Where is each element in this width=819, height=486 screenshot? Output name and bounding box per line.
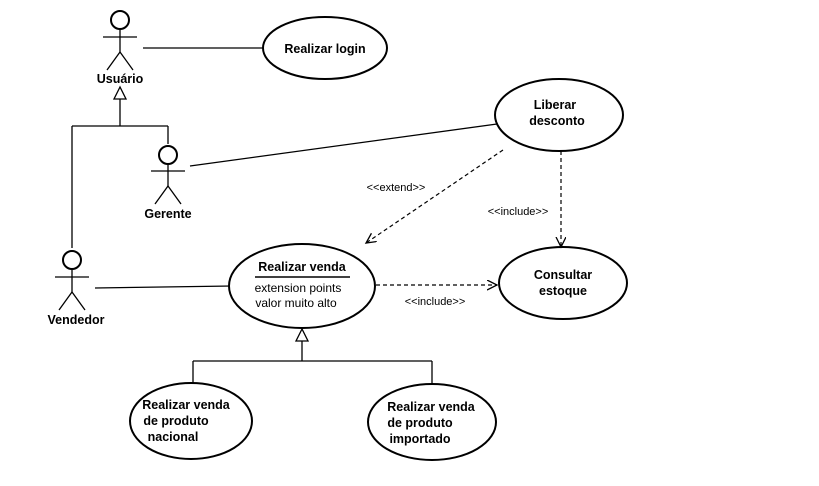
association-vendedor-venda: [94, 285, 233, 289]
use-case-consultar-estoque-line-1: Consultar: [534, 268, 592, 282]
actor-gerente: Gerente: [144, 145, 192, 221]
use-case-realizar-login-label: Realizar login: [284, 42, 365, 56]
actor-vendedor-label: Vendedor: [48, 313, 105, 327]
uc-generalization-triangle: [294, 327, 310, 342]
include-desconto-label: <<include>>: [488, 206, 549, 218]
use-case-consultar-estoque[interactable]: Consultar estoque: [498, 246, 628, 320]
use-case-venda-nacional-shape: [129, 382, 253, 460]
use-case-realizar-login-shape: [262, 16, 388, 80]
actor-gerente-label: Gerente: [144, 207, 191, 221]
actor-gerente-leg-right: [167, 185, 182, 205]
generalization-triangle: [112, 85, 128, 100]
use-case-liberar-desconto-line-1: Liberar: [534, 98, 577, 112]
actor-vendedor-head: [62, 250, 82, 270]
dependency-extend: <<extend>>: [366, 149, 504, 243]
use-case-liberar-desconto[interactable]: Liberar desconto: [494, 78, 624, 152]
use-case-consultar-estoque-line-2: estoque: [539, 284, 587, 298]
use-case-liberar-desconto-shape: [494, 78, 624, 152]
use-case-venda-nacional-line-1: Realizar venda: [142, 398, 231, 412]
use-case-venda-importado[interactable]: Realizar venda de produto importado: [367, 383, 497, 461]
use-case-venda-importado-line-2: de produto: [387, 416, 453, 430]
actor-usuario-label: Usuário: [97, 72, 144, 86]
actor-usuario-leg-left: [106, 51, 121, 71]
extend-label: <<extend>>: [367, 182, 426, 194]
use-case-realizar-venda-ext-label: extension points: [255, 281, 342, 295]
use-case-venda-nacional-line-2: de produto: [143, 414, 209, 428]
use-case-consultar-estoque-shape: [498, 246, 628, 320]
extend-arrow: [366, 149, 504, 243]
actor-vendedor: Vendedor: [48, 250, 105, 327]
use-case-liberar-desconto-line-2: desconto: [529, 114, 585, 128]
association-gerente-desconto: [189, 123, 498, 167]
use-case-realizar-venda-title: Realizar venda: [258, 260, 347, 274]
actor-usuario: Usuário: [97, 10, 144, 86]
actor-gerente-head: [158, 145, 178, 165]
actor-gerente-leg-left: [154, 185, 169, 205]
dependency-include-venda: <<include>>: [376, 285, 497, 308]
actor-usuario-leg-right: [119, 51, 134, 71]
use-case-venda-importado-line-1: Realizar venda: [387, 400, 476, 414]
use-case-realizar-venda[interactable]: Realizar venda extension points valor mu…: [228, 243, 376, 329]
use-case-venda-nacional-line-3: nacional: [148, 430, 199, 444]
actor-usuario-head: [110, 10, 130, 30]
use-case-realizar-venda-ext-point: valor muito alto: [255, 296, 337, 310]
use-case-realizar-login[interactable]: Realizar login: [262, 16, 388, 80]
actor-generalization: [71, 85, 169, 248]
use-case-venda-nacional[interactable]: Realizar venda de produto nacional: [129, 382, 253, 460]
include-venda-label: <<include>>: [405, 296, 466, 308]
dependency-include-desconto: <<include>>: [488, 151, 561, 247]
actor-vendedor-leg-right: [71, 291, 86, 311]
use-case-venda-importado-line-3: importado: [389, 432, 450, 446]
use-case-generalization: [192, 327, 433, 384]
actor-vendedor-leg-left: [58, 291, 73, 311]
